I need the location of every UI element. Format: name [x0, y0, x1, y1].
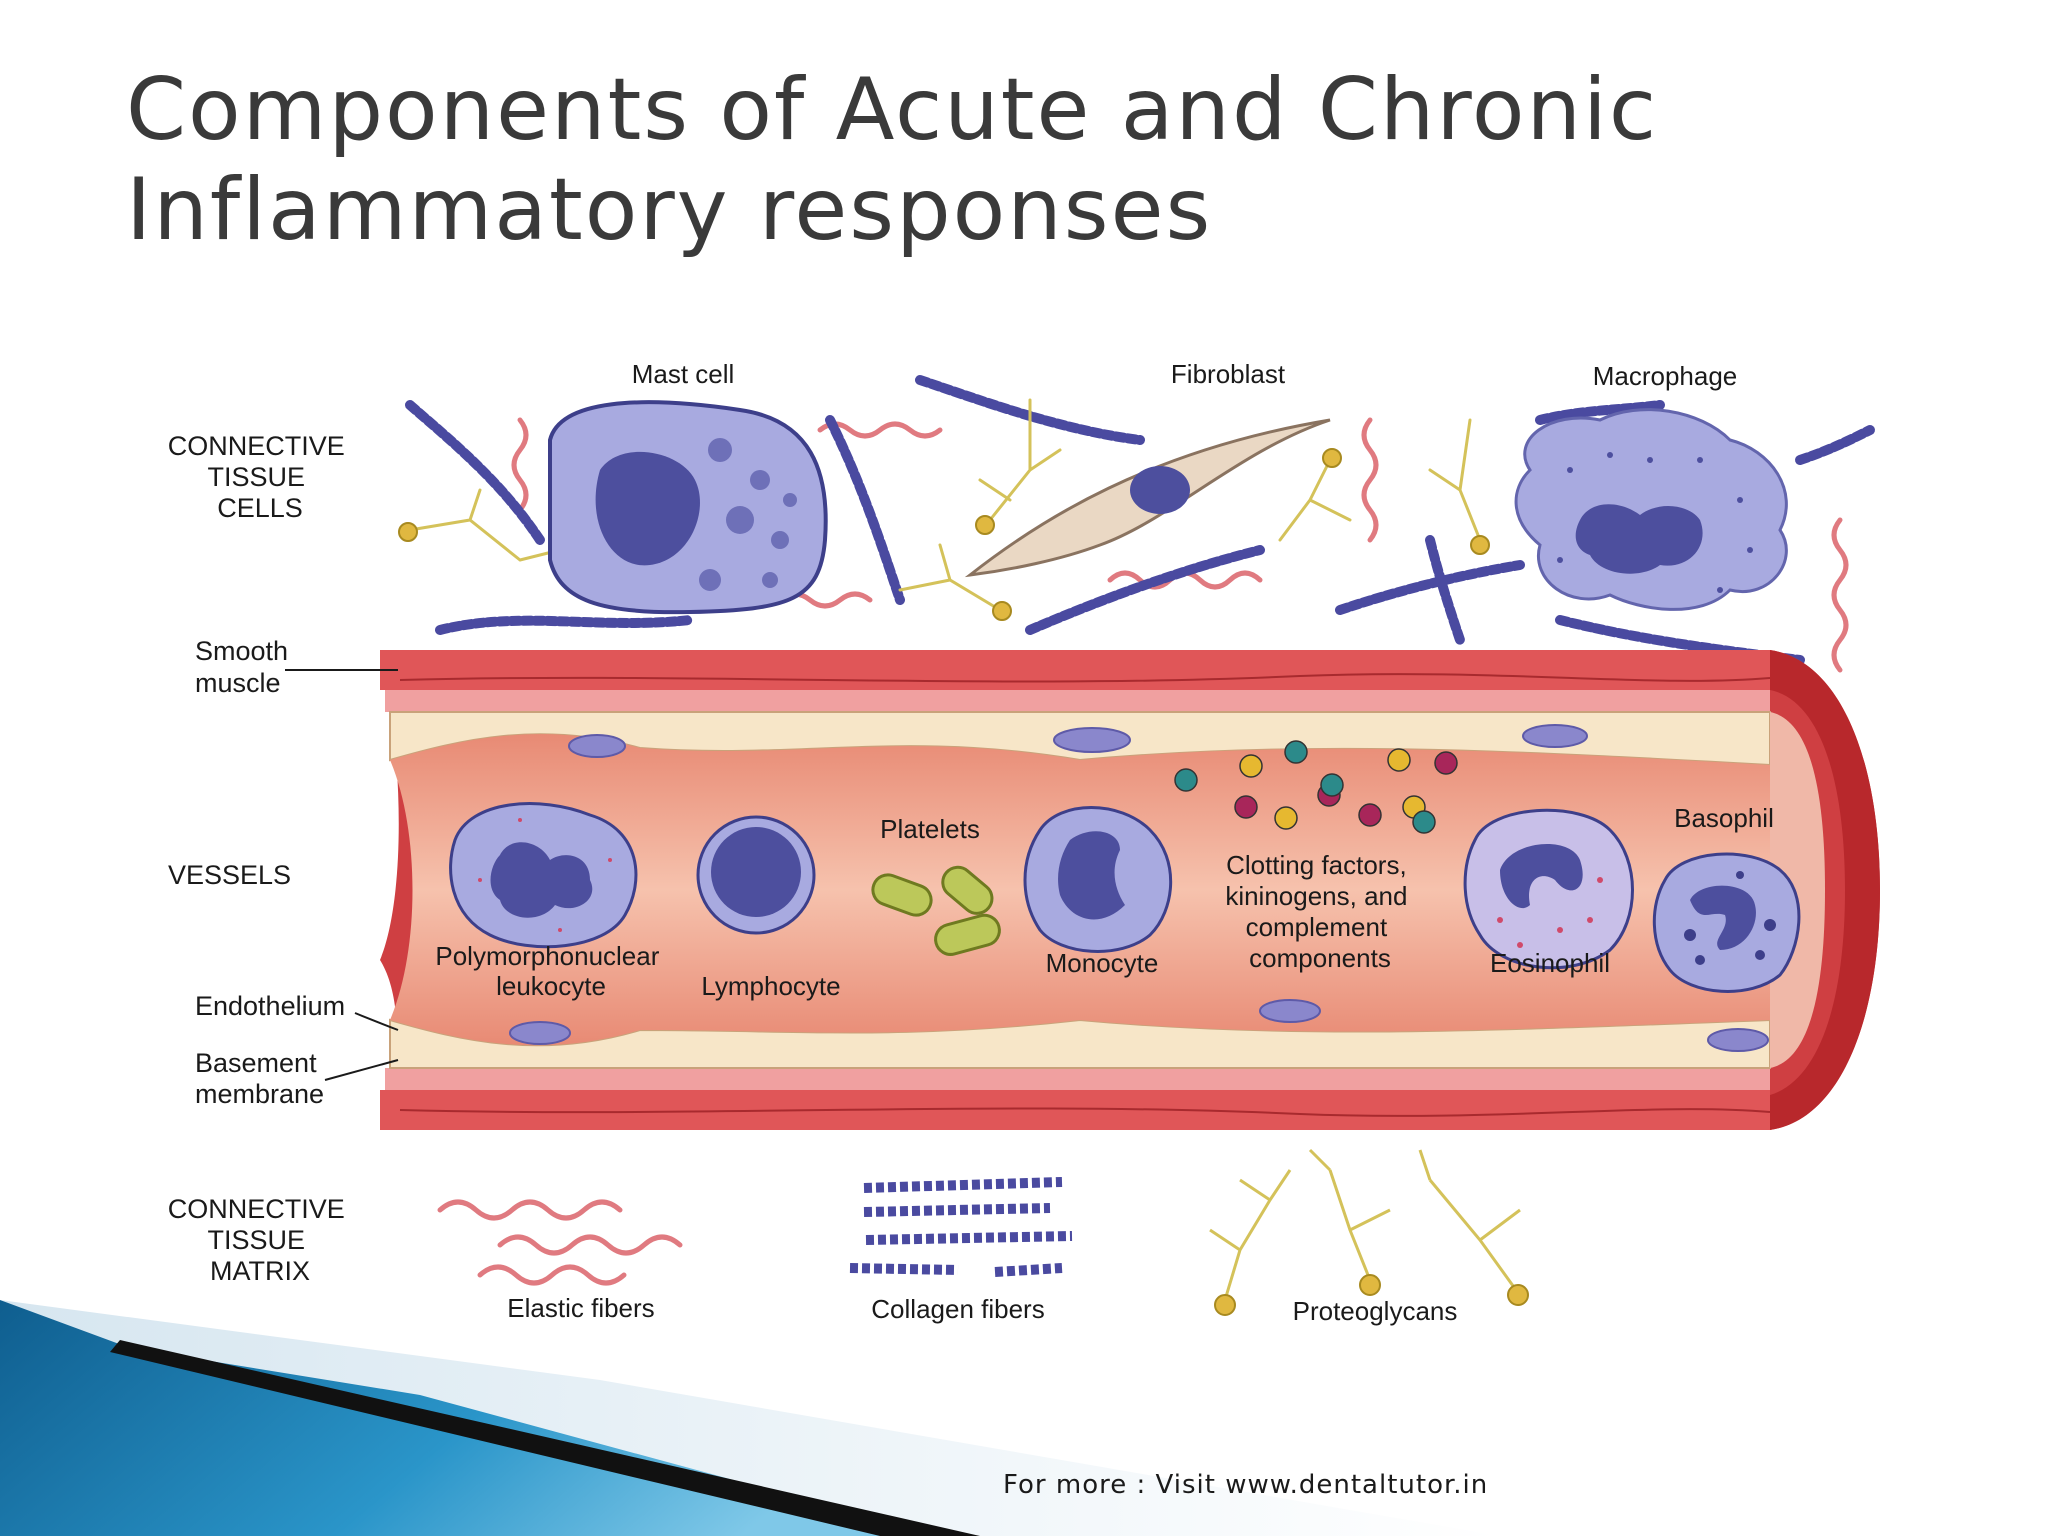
label-lymphocyte: Lymphocyte	[701, 971, 840, 1001]
label-eosinophil: Eosinophil	[1490, 948, 1610, 978]
eosinophil	[1463, 808, 1634, 970]
mast-cell-nucleus	[595, 451, 700, 566]
slide-corner-decoration	[0, 1300, 1500, 1536]
macrophage	[1514, 408, 1788, 611]
fibroblast	[964, 418, 1331, 578]
proteoglycan-core-3	[1507, 1284, 1529, 1306]
pmn-leukocyte	[449, 802, 638, 949]
footer-credit: For more : Visit www.dentaltutor.in	[1003, 1470, 1489, 1500]
label-collagen-fibers: Collagen fibers	[871, 1294, 1044, 1324]
label-basement-membrane: Basement membrane	[195, 1048, 324, 1109]
slide-title: Components of Acute and Chronic Inflamma…	[126, 60, 1986, 260]
mast-cell	[548, 400, 828, 615]
label-fibroblast: Fibroblast	[1171, 359, 1286, 389]
label-connective-tissue-cells: CONNECTIVE TISSUE CELLS	[168, 431, 353, 523]
label-vessels: VESSELS	[168, 860, 291, 890]
title-line-2: Inflammatory responses	[126, 160, 1213, 260]
proteoglycans-sample	[1209, 1148, 1521, 1301]
clotting-factors	[1174, 740, 1458, 834]
proteoglycan-core-2	[1359, 1274, 1381, 1296]
label-basophil: Basophil	[1674, 803, 1774, 833]
label-leaders	[285, 669, 399, 1081]
label-mast-cell: Mast cell	[632, 359, 735, 389]
label-proteoglycans: Proteoglycans	[1293, 1296, 1458, 1326]
monocyte	[1023, 806, 1173, 953]
proteoglycan-core-1	[1214, 1294, 1236, 1316]
basophil	[1652, 852, 1801, 993]
collagen-fibers-sample	[849, 1177, 1073, 1277]
elastic-fibers-sample	[437, 1199, 683, 1286]
label-connective-tissue-matrix: CONNECTIVE TISSUE MATRIX	[168, 1194, 353, 1286]
label-endothelium: Endothelium	[195, 991, 345, 1021]
label-macrophage: Macrophage	[1593, 361, 1738, 391]
lymphocyte	[696, 815, 816, 935]
label-platelets: Platelets	[880, 814, 980, 844]
background-fibers	[398, 375, 1875, 673]
title-line-1: Components of Acute and Chronic	[126, 60, 1659, 160]
label-monocyte: Monocyte	[1046, 948, 1159, 978]
label-elastic-fibers: Elastic fibers	[507, 1293, 654, 1323]
platelets	[871, 865, 1001, 956]
label-clotting-factors: Clotting factors, kininogens, and comple…	[1225, 850, 1414, 973]
label-pmn-leukocyte: Polymorphonuclear leukocyte	[435, 941, 666, 1001]
label-smooth-muscle: Smooth muscle	[195, 636, 296, 698]
